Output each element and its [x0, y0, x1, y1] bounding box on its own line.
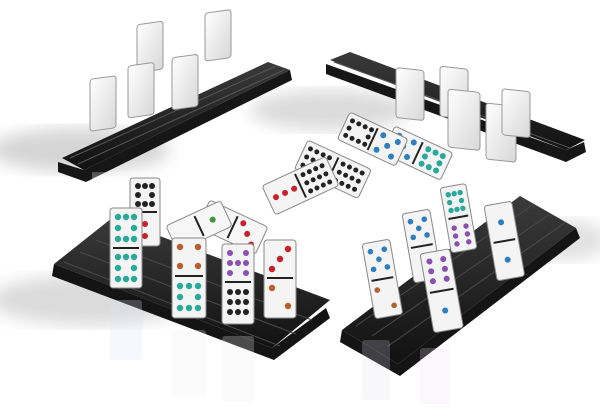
rack-top-right: [326, 52, 586, 163]
rack-bottom-right: [340, 183, 580, 404]
rack-top-left-tiles: [89, 9, 232, 132]
rack-top-left: [58, 9, 292, 202]
rack-bottom-left: [52, 177, 330, 402]
rack-top-right-tiles: [395, 66, 531, 163]
domino-train: [166, 112, 453, 254]
